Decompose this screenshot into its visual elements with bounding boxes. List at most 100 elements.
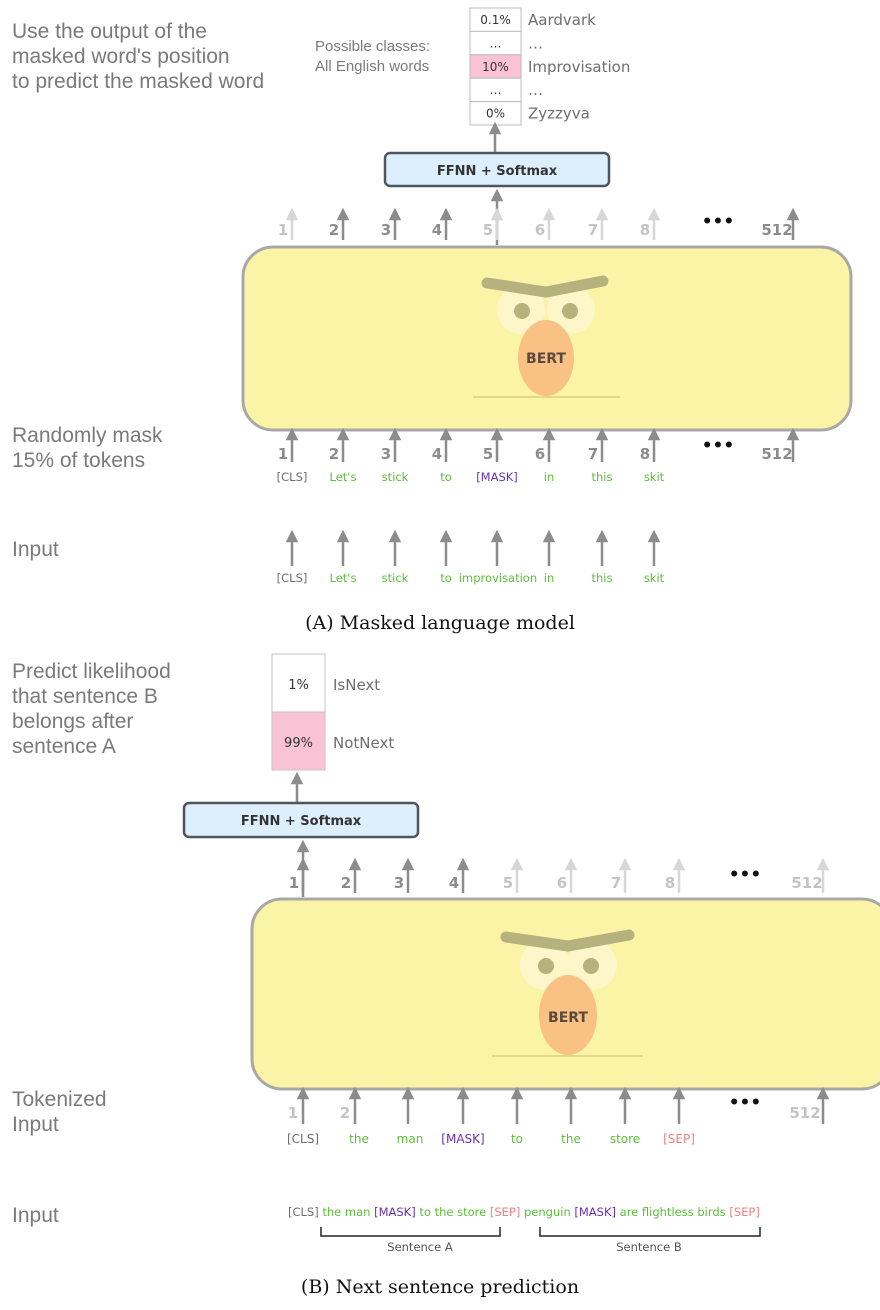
ellipsis-icon: •••	[729, 865, 762, 885]
sentence-token: [CLS]	[288, 1205, 319, 1219]
position-label: 3	[381, 445, 391, 463]
position-label: 2	[341, 874, 351, 892]
input-token: in	[544, 571, 554, 585]
output-word: …	[528, 81, 543, 99]
output-word: Zyzzyva	[528, 105, 590, 123]
position-label: 6	[557, 874, 567, 892]
input-token: stick	[382, 571, 409, 585]
input-token: skit	[644, 571, 665, 585]
position-label: 4	[432, 221, 442, 239]
sentence-brackets	[320, 1227, 761, 1237]
ffnn-softmax-label: FFNN + Softmax	[437, 164, 558, 179]
input-token: [CLS]	[277, 571, 308, 585]
position-label: 8	[640, 221, 650, 239]
bert-face-icon	[473, 275, 620, 398]
ffnn-softmax-box	[383, 151, 611, 188]
position-label: 5	[483, 445, 493, 463]
position-label: 2	[340, 1104, 350, 1122]
position-label: 6	[535, 221, 545, 239]
caption-a-prefix: (A)	[305, 612, 334, 634]
sentence-token: [MASK]	[374, 1205, 416, 1219]
position-label: 6	[535, 445, 545, 463]
ffnn-softmax-box	[182, 801, 420, 839]
masked-token: in	[544, 470, 554, 484]
caption-b-text: Next sentence prediction	[335, 1276, 580, 1298]
ellipsis-icon: •••	[729, 1093, 762, 1113]
mlm-input-label: Input	[12, 538, 59, 561]
position-label: 512	[789, 1104, 820, 1122]
position-label: 2	[329, 221, 339, 239]
mlm-description: Use the output of the masked word's posi…	[12, 20, 265, 93]
output-word: Aardvark	[528, 11, 596, 29]
masked-token: stick	[382, 470, 409, 484]
masked-token: skit	[644, 470, 665, 484]
position-label: 512	[791, 874, 822, 892]
nsp-input-label: Input	[12, 1204, 59, 1227]
nsp-input-sentence: [CLS] the man [MASK] to the store [SEP] …	[0, 1205, 880, 1219]
output-word: Improvisation	[528, 58, 630, 76]
output-word: …	[528, 34, 543, 52]
caption-b-prefix: (B)	[300, 1276, 330, 1298]
position-label: 3	[394, 874, 404, 892]
output-probability: 0.1%	[480, 13, 511, 27]
mlm-output-positions: 1 2 3 4 5 6 7 8 ••• 512	[278, 207, 800, 240]
input-token: this	[592, 571, 613, 585]
masked-token: to	[440, 470, 452, 484]
tokenized-token: [SEP]	[663, 1132, 695, 1146]
caption-a-text: Masked language model	[339, 612, 575, 634]
input-token: Let's	[330, 571, 357, 585]
position-label: 5	[483, 221, 493, 239]
bert-label: BERT	[526, 351, 566, 367]
mlm-masked-tokens: [CLS] Let's stick to [MASK] in this skit	[277, 470, 665, 484]
output-probability: …	[490, 36, 502, 50]
mlm-diagram: 0.1%Aardvark……10%Improvisation……0%Zyzzyv…	[241, 7, 853, 585]
output-probability: …	[490, 83, 502, 97]
sentence-a-label: Sentence A	[387, 1240, 453, 1254]
sentence-token: [SEP]	[729, 1205, 760, 1219]
output-cell	[271, 711, 326, 771]
sentence-token: [MASK]	[574, 1205, 616, 1219]
mlm-output-table: 0.1%Aardvark……10%Improvisation……0%Zyzzyv…	[469, 7, 630, 126]
masked-token: [CLS]	[277, 470, 308, 484]
possible-classes-label: Possible classes: All English words	[315, 38, 431, 75]
output-word: NotNext	[333, 734, 394, 752]
tokenized-token: to	[511, 1132, 523, 1146]
position-label: 512	[761, 221, 792, 239]
tokenized-token: the	[349, 1132, 369, 1146]
masked-token: this	[592, 470, 613, 484]
output-probability: 99%	[284, 736, 313, 751]
position-label: 4	[432, 445, 442, 463]
position-label: 512	[761, 445, 792, 463]
tokenized-token: store	[610, 1132, 640, 1146]
tokenized-token: [CLS]	[287, 1132, 319, 1146]
position-label: 1	[278, 445, 288, 463]
caption-b: (B) Next sentence prediction	[0, 1276, 880, 1298]
position-label: 3	[381, 221, 391, 239]
sentence-b-label: Sentence B	[616, 1240, 682, 1254]
position-label: 1	[289, 874, 299, 892]
tokenized-token: man	[397, 1132, 424, 1146]
output-word: IsNext	[333, 676, 380, 694]
position-label: 7	[588, 221, 598, 239]
bert-face-icon	[492, 929, 643, 1057]
ellipsis-icon: •••	[702, 212, 735, 232]
caption-a: (A) Masked language model	[0, 612, 880, 634]
ffnn-softmax-label: FFNN + Softmax	[241, 814, 362, 829]
masked-token: [MASK]	[476, 470, 518, 484]
position-label: 1	[278, 221, 288, 239]
tokenized-token: [MASK]	[441, 1132, 484, 1146]
position-label: 7	[611, 874, 621, 892]
input-token: to	[440, 571, 452, 585]
masked-token: Let's	[330, 470, 357, 484]
position-label: 5	[503, 874, 513, 892]
ellipsis-icon: •••	[702, 436, 735, 456]
position-label: 7	[588, 445, 598, 463]
sentence-token: the man	[318, 1205, 375, 1219]
position-label: 8	[640, 445, 650, 463]
